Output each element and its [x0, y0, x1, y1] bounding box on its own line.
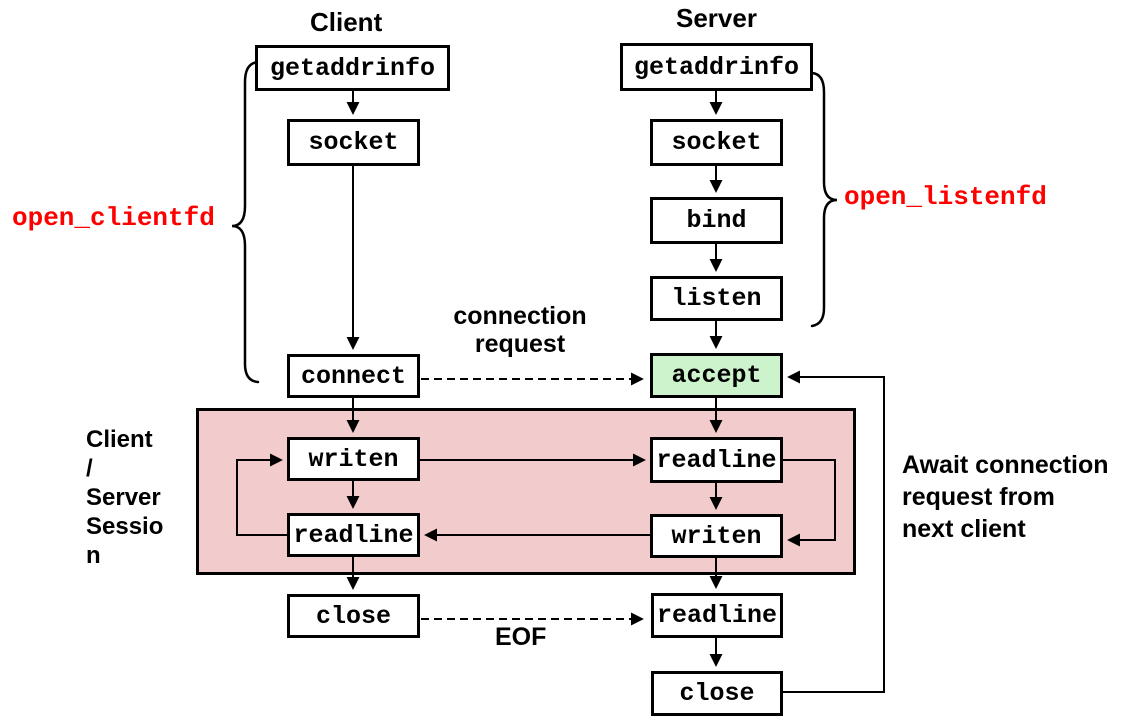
await-line1: Await connection [902, 451, 1109, 479]
session-label-line4: Sessio [86, 513, 164, 540]
server-accept-box: accept [650, 353, 783, 398]
session-label-line1: Client [86, 426, 153, 453]
session-label: Client / Server Sessio n [86, 425, 163, 570]
connection-request-line2: request [474, 330, 566, 358]
open-clientfd-brace [231, 60, 260, 384]
server-column-title: Server [676, 3, 757, 33]
server-writen-box: writen [650, 514, 783, 558]
client-connect-box: connect [287, 354, 420, 398]
client-readline-box: readline [287, 513, 420, 557]
open-listenfd-label: open_listenfd [844, 182, 1047, 212]
connection-request-label: connection request [420, 302, 620, 358]
arrow-await-next-client [783, 370, 885, 693]
session-label-line5: n [86, 542, 101, 569]
arrow-server-loop [783, 459, 836, 547]
server-socket-box: socket [650, 119, 783, 166]
await-connection-label: Await connection request from next clien… [902, 449, 1109, 545]
eof-label: EOF [495, 623, 547, 651]
client-column-title: Client [310, 7, 383, 37]
client-close-box: close [287, 594, 420, 638]
open-clientfd-label: open_clientfd [12, 203, 215, 233]
await-line3: next client [902, 515, 1026, 543]
session-label-line3: Server [86, 484, 161, 511]
server-close-box: close [651, 671, 783, 716]
server-listen-box: listen [650, 276, 783, 321]
open-listenfd-brace [810, 71, 838, 328]
connection-request-line1: connection [453, 302, 587, 330]
client-writen-box: writen [287, 437, 420, 481]
arrow-client-loop [236, 453, 287, 536]
client-getaddrinfo-box: getaddrinfo [255, 45, 450, 91]
session-label-line2: / [86, 455, 93, 482]
await-line2: request from [902, 483, 1055, 511]
server-readline-box: readline [650, 437, 783, 483]
server-getaddrinfo-box: getaddrinfo [620, 43, 813, 91]
server-readline2-box: readline [651, 593, 783, 638]
server-bind-box: bind [650, 197, 783, 244]
client-socket-box: socket [287, 119, 420, 166]
